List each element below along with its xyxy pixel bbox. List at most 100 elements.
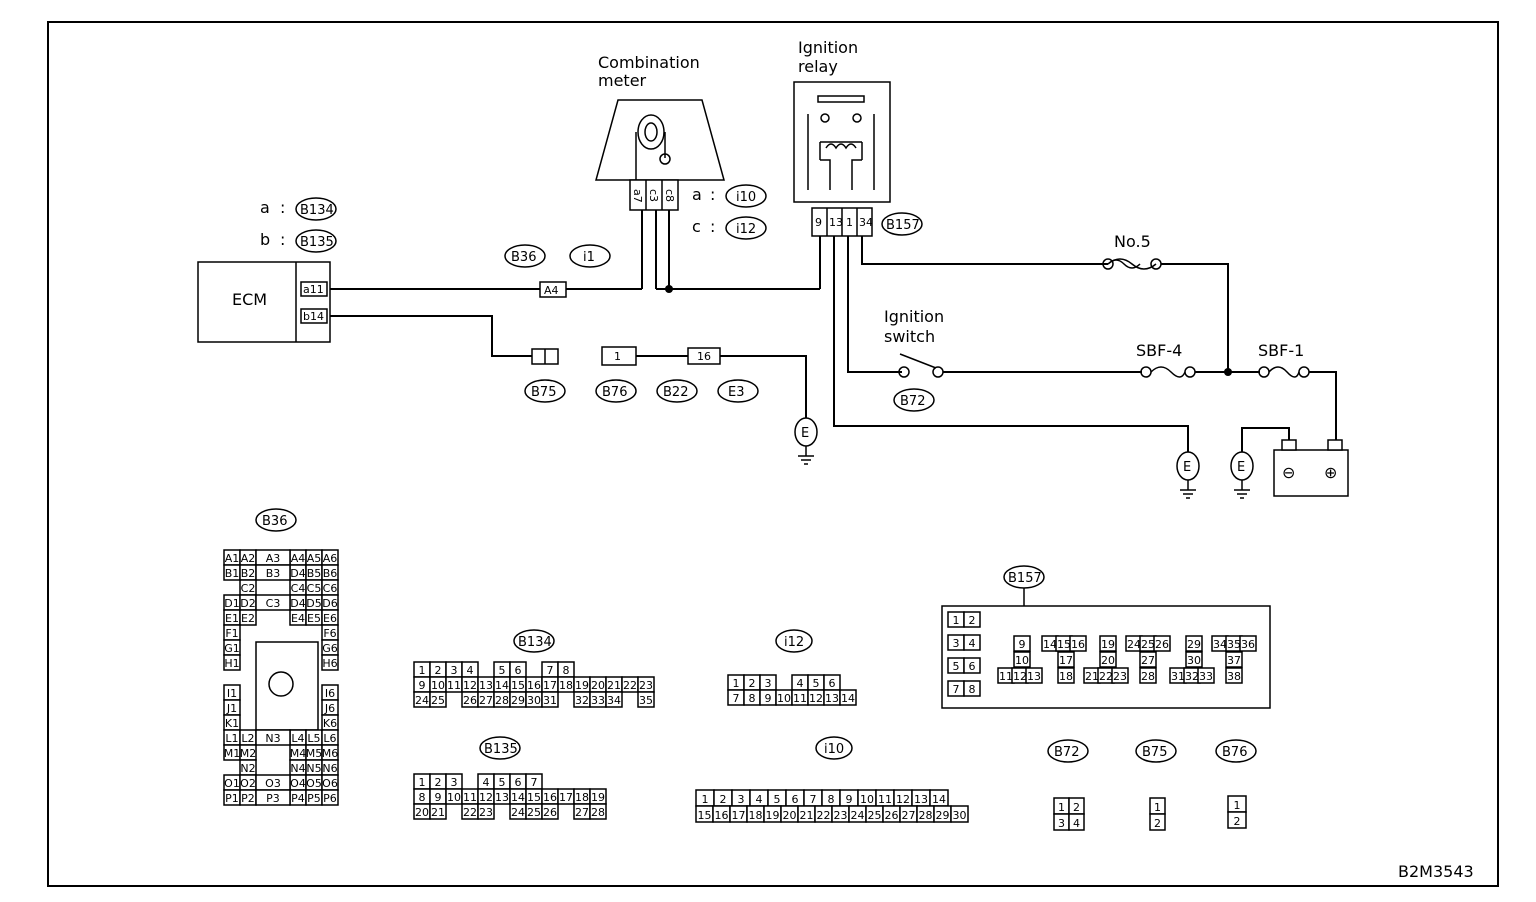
b157-pin-14: 14: [1043, 638, 1057, 651]
b36-pin-A3: A3: [266, 552, 281, 565]
b157-view-title: B157: [1008, 571, 1042, 586]
b135-pin-17: 17: [559, 791, 573, 804]
b36-pin-B5: B5: [307, 567, 322, 580]
b157-pin-6: 6: [969, 660, 976, 673]
b36-pin-P5: P5: [307, 792, 321, 805]
b134-pin-6: 6: [515, 664, 522, 677]
b157-pin-24: 24: [1127, 638, 1141, 651]
b36-pin-M4: M4: [290, 747, 307, 760]
b157-pin-28: 28: [1141, 670, 1155, 683]
i10-pin-17: 17: [732, 809, 746, 822]
b72-pin-4: 4: [1073, 817, 1080, 830]
i10-pin-23: 23: [834, 809, 848, 822]
b22-pin: 16: [697, 350, 711, 363]
i10-view-title: i10: [824, 742, 844, 757]
b36-pin-H1: H1: [224, 657, 239, 670]
b134-pin-28: 28: [495, 694, 509, 707]
b36-pin-D4: D4: [290, 597, 305, 610]
connector-view-b76: B76 12: [1215, 739, 1257, 829]
tag-b22: B22: [663, 385, 688, 400]
b36-pin-A4: A4: [291, 552, 306, 565]
tag-i10: i10: [736, 190, 756, 205]
b157-pin-9: 9: [1019, 638, 1026, 651]
b157-pin-34: 34: [1213, 638, 1227, 651]
b157-pin-22: 22: [1099, 670, 1113, 683]
b157-pin-29: 29: [1187, 638, 1201, 651]
b134-pin-21: 21: [607, 679, 621, 692]
b157-pin-21: 21: [1085, 670, 1099, 683]
b36-pin-J1: J1: [226, 702, 237, 715]
i10-pin-5: 5: [774, 793, 781, 806]
b36-pin-D2: D2: [240, 597, 255, 610]
b134-pin-32: 32: [575, 694, 589, 707]
b134-pin-20: 20: [591, 679, 605, 692]
relay-pin-34: 34: [859, 216, 873, 229]
inline-pin-a4: A4: [544, 284, 559, 297]
ecm-connector-legend: a : B134 b : B135: [260, 197, 337, 253]
b72-view-title: B72: [1054, 745, 1079, 760]
tag-b134: B134: [300, 203, 334, 218]
b134-pin-10: 10: [431, 679, 445, 692]
b134-pin-5: 5: [499, 664, 506, 677]
b157-pin-33: 33: [1199, 670, 1213, 683]
i10-pin-12: 12: [896, 793, 910, 806]
tag-b75: B75: [531, 385, 556, 400]
ignition-switch-label-2: switch: [884, 327, 935, 346]
b36-pin-N6: N6: [322, 762, 337, 775]
b134-pin-1: 1: [419, 664, 426, 677]
b75-pin-1: 1: [1154, 801, 1161, 814]
b157-pin-7: 7: [953, 683, 960, 696]
b134-pin-9: 9: [419, 679, 426, 692]
i10-pin-1: 1: [702, 793, 709, 806]
b36-pin-F1: F1: [225, 627, 238, 640]
b157-pin-13: 13: [1027, 670, 1041, 683]
b36-pin-E6: E6: [323, 612, 337, 625]
b135-pin-8: 8: [419, 791, 426, 804]
b134-pin-7: 7: [547, 664, 554, 677]
b36-pin-I1: I1: [227, 687, 237, 700]
b157-pin-18: 18: [1059, 670, 1073, 683]
b36-pin-E5: E5: [307, 612, 321, 625]
b134-pin-16: 16: [527, 679, 541, 692]
b76-view-title: B76: [1222, 745, 1247, 760]
i12-pin-7: 7: [733, 692, 740, 705]
tag-b157: B157: [886, 218, 920, 233]
b134-pin-34: 34: [607, 694, 621, 707]
b36-pin-C4: C4: [291, 582, 306, 595]
b134-pin-14: 14: [495, 679, 509, 692]
svg-text::: :: [710, 217, 715, 236]
b36-pin-C6: C6: [323, 582, 338, 595]
b36-pin-M6: M6: [322, 747, 339, 760]
meter-pin-c8: c8: [663, 189, 676, 202]
b157-pin-12: 12: [1013, 670, 1027, 683]
ground-symbol-3: E: [1230, 451, 1254, 499]
i12-pin-5: 5: [813, 677, 820, 690]
i10-pin-3: 3: [738, 793, 745, 806]
combination-meter-label-2: meter: [598, 71, 647, 90]
svg-text:E: E: [1237, 460, 1245, 475]
b134-pin-24: 24: [415, 694, 429, 707]
b36-pin-M2: M2: [240, 747, 257, 760]
i12-pin-14: 14: [841, 692, 855, 705]
b72-pin-3: 3: [1058, 817, 1065, 830]
inline-connector-tags: B36 i1: [504, 244, 611, 268]
b134-pin-31: 31: [543, 694, 557, 707]
ecm-pin-a11: a11: [303, 283, 324, 296]
ecm-meter-circuit: A4: [330, 208, 820, 298]
b36-pin-D6: D6: [322, 597, 337, 610]
b36-pin-L2: L2: [241, 732, 254, 745]
b157-pin-19: 19: [1101, 638, 1115, 651]
b135-pin-9: 9: [435, 791, 442, 804]
b157-pin-15: 15: [1057, 638, 1071, 651]
b75-pin-2: 2: [1154, 817, 1161, 830]
b36-pin-P2: P2: [241, 792, 255, 805]
b157-pin-3: 3: [953, 637, 960, 650]
b134-pin-15: 15: [511, 679, 525, 692]
i12-pin-8: 8: [749, 692, 756, 705]
b134-pin-30: 30: [527, 694, 541, 707]
b36-pin-O1: O1: [224, 777, 240, 790]
